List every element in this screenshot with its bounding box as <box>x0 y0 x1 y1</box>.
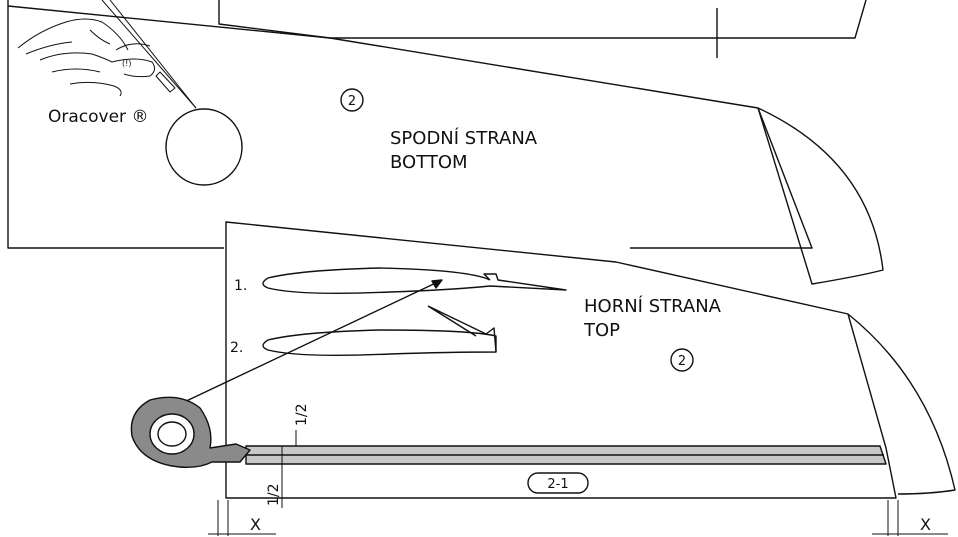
tape-roll-hole-inner <box>157 421 187 447</box>
pointer-arrow <box>179 279 443 405</box>
top-fuselage-outline <box>218 0 867 39</box>
material-label: Oracover ® <box>48 107 148 127</box>
cut-hole-circle <box>165 108 243 186</box>
dim-x-left-label: X <box>250 515 261 534</box>
profile-1-label: 1. <box>234 278 247 294</box>
dim-half-upper-line <box>292 430 300 447</box>
pen-mark-label: (!) <box>122 59 131 68</box>
bottom-panel-tip <box>757 107 884 285</box>
top-part-number-circle <box>670 348 694 372</box>
dimension-lines <box>208 430 948 536</box>
dim-x-right-label: X <box>920 515 931 534</box>
strip-part-number-box <box>527 472 589 494</box>
pointer-arrowhead <box>431 279 443 289</box>
bottom-side-label-en: BOTTOM <box>390 152 468 173</box>
part-number-circle <box>340 88 364 112</box>
airfoil-profile-1 <box>262 267 567 295</box>
top-wing-panel <box>225 221 956 499</box>
dim-half-lower-label: 1/2 <box>266 483 282 506</box>
dim-x-left-line <box>208 500 276 536</box>
airfoil-profile-2-flap <box>427 305 497 353</box>
profile-2-label: 2. <box>230 340 243 356</box>
bottom-part-number: 2 <box>348 94 356 109</box>
tape-roll-icon <box>130 396 251 469</box>
top-panel-tip <box>847 313 956 495</box>
top-part-number: 2 <box>678 354 686 369</box>
dim-half-lower-line <box>278 446 286 508</box>
airfoil-profile-2 <box>262 329 497 357</box>
top-panel-outline <box>225 221 897 499</box>
dim-half-upper-label: 1/2 <box>294 403 310 426</box>
hand-with-knife-icon <box>17 0 197 109</box>
dim-x-right-line <box>872 500 948 536</box>
strip-part-number: 2-1 <box>547 477 568 492</box>
top-side-label-cz: HORNÍ STRANA <box>584 295 722 317</box>
bottom-side-label-cz: SPODNÍ STRANA <box>390 127 538 149</box>
tape-roll-hole <box>149 413 195 455</box>
bottom-wing-panel <box>7 0 884 285</box>
top-side-label-en: TOP <box>583 320 620 341</box>
